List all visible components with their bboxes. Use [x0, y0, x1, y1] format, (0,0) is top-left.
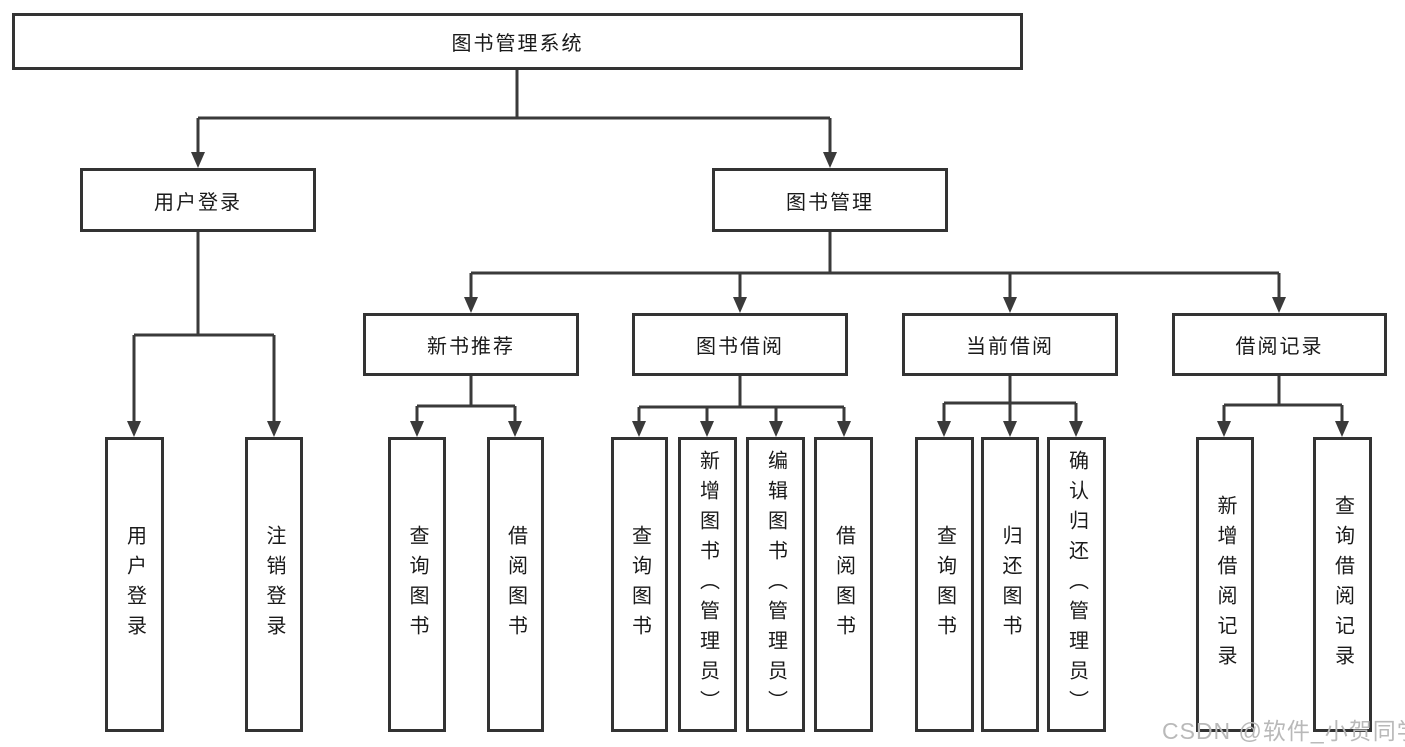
node-leaf-user-login: 用户登录	[105, 437, 164, 732]
node-leaf-cb-confirm-return: 确认归还（管理员）	[1047, 437, 1106, 732]
node-leaf-cb-return-book: 归还图书	[981, 437, 1039, 732]
node-leaf-bb-add-book: 新增图书（管理员）	[678, 437, 737, 732]
node-leaf-nb-query-book: 查询图书	[388, 437, 446, 732]
node-book-management: 图书管理	[712, 168, 948, 232]
node-new-book-recommend: 新书推荐	[363, 313, 579, 376]
node-borrow-records: 借阅记录	[1172, 313, 1387, 376]
node-leaf-bb-edit-book: 编辑图书（管理员）	[746, 437, 805, 732]
node-root: 图书管理系统	[12, 13, 1023, 70]
watermark: CSDN @软件_小贺同学	[1162, 718, 1405, 744]
node-current-borrow: 当前借阅	[902, 313, 1118, 376]
arrowheads	[127, 152, 1349, 437]
node-leaf-br-add-record: 新增借阅记录	[1196, 437, 1254, 732]
node-leaf-bb-borrow-book: 借阅图书	[814, 437, 873, 732]
node-user-login: 用户登录	[80, 168, 316, 232]
node-leaf-bb-query-book: 查询图书	[611, 437, 668, 732]
node-leaf-logout: 注销登录	[245, 437, 303, 732]
node-leaf-cb-query-book: 查询图书	[915, 437, 974, 732]
node-book-borrow: 图书借阅	[632, 313, 848, 376]
node-leaf-br-query-record: 查询借阅记录	[1313, 437, 1372, 732]
node-leaf-nb-borrow-book: 借阅图书	[487, 437, 544, 732]
